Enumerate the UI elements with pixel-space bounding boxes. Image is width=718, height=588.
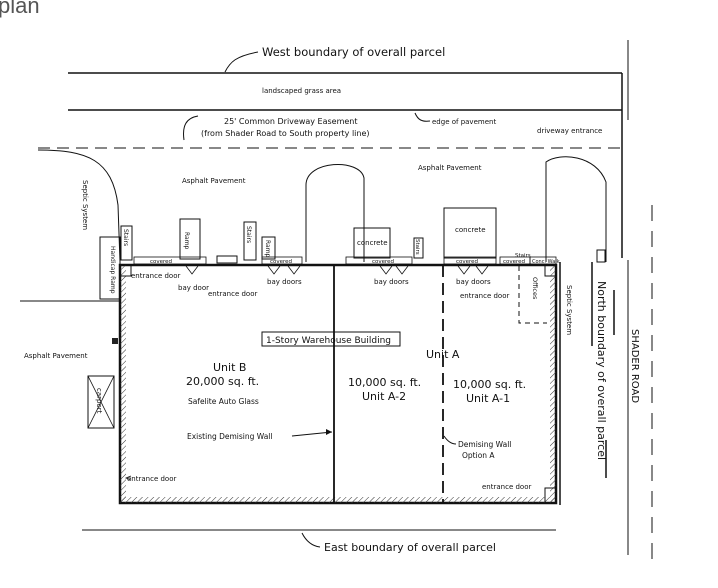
conc-walk-label: Conc. Walk	[532, 259, 560, 265]
stairs-2-shape	[243, 221, 257, 261]
west-boundary-leader	[224, 51, 259, 73]
existing-wall-arrowhead	[326, 429, 332, 435]
carport-diag-2	[87, 375, 115, 429]
corner-box-se	[544, 487, 557, 504]
building-south-wall-hatch	[120, 497, 556, 503]
ramp-2-label: Ramp	[264, 240, 271, 258]
demising-wall-label: Demising Wall	[458, 440, 511, 449]
bay-door-marker-2	[267, 265, 301, 275]
stairs-1-label: Stairs	[122, 229, 129, 246]
stairs-4-label: Stairs	[515, 253, 531, 259]
east-boundary-leader	[301, 532, 321, 548]
unit-a-label: Unit A	[426, 348, 460, 361]
septic-label-right: Septic System	[565, 285, 573, 335]
center-island	[305, 164, 365, 262]
ramp-1-shape	[179, 218, 201, 260]
concrete-pad-1	[353, 227, 391, 259]
covered-label-4: covered	[456, 259, 478, 265]
handicap-ramp-label: Handicap Ramp	[109, 246, 116, 294]
east-island	[545, 156, 607, 262]
covered-label-5: covered	[503, 259, 525, 265]
ramp-1-label: Ramp	[183, 232, 190, 250]
small-fixture	[112, 338, 118, 344]
building-label-box	[261, 331, 401, 347]
building-west-wall-hatch	[120, 265, 126, 503]
unit-a1-label: Unit A-1	[466, 392, 510, 405]
stairs-1-shape	[120, 225, 133, 261]
offices-outline	[518, 266, 547, 324]
asphalt-label-west: Asphalt Pavement	[24, 352, 88, 360]
entrance-door-label-5: entrance door	[482, 483, 531, 491]
unit-a2-area: 10,000 sq. ft.	[348, 376, 421, 389]
entrance-door-label-3: entrance door	[460, 292, 509, 300]
unit-a2-label: Unit A-2	[362, 390, 406, 403]
driveway-entrance-label: driveway entrance	[537, 127, 602, 135]
bay-doors-label-3: bay doors	[456, 278, 491, 286]
landscaped-label: landscaped grass area	[262, 87, 341, 95]
corner-box-nw	[119, 264, 132, 277]
existing-wall-leader	[291, 431, 333, 437]
east-boundary-label: East boundary of overall parcel	[324, 541, 496, 554]
carport-shape	[87, 375, 115, 429]
unit-a1-area: 10,000 sq. ft.	[453, 378, 526, 391]
entrance-door-label-4: entrance door	[127, 475, 176, 483]
west-boundary-label: West boundary of overall parcel	[262, 45, 445, 59]
easement-label-2: (from Shader Road to South property line…	[201, 129, 370, 138]
existing-wall-label: Existing Demising Wall	[187, 432, 272, 441]
bay-doors-label-2: bay doors	[374, 278, 409, 286]
covered-label-3: covered	[372, 259, 394, 265]
option-a-label: Option A	[462, 451, 495, 460]
bay-door-marker-3	[379, 265, 409, 275]
bay-doors-label-1: bay doors	[267, 278, 302, 286]
entrance-door-4-arrow	[124, 475, 132, 481]
west-driveway-curve	[37, 149, 121, 263]
entrance-door-label-1: entrance door	[131, 272, 180, 280]
unit-b-tenant: Safelite Auto Glass	[188, 397, 259, 406]
building-east-wall-hatch	[550, 265, 556, 503]
stairs-3-label: Stairs	[414, 239, 420, 255]
demising-wall-leader	[443, 435, 457, 445]
unit-b-area: 20,000 sq. ft.	[186, 375, 259, 388]
stairs-3-shape	[413, 237, 424, 259]
covered-label-1: covered	[150, 259, 172, 265]
pad-small	[216, 255, 238, 264]
unit-b-label: Unit B	[213, 361, 246, 374]
page-title: plan	[0, 0, 40, 18]
north-boundary-marker	[596, 249, 606, 263]
carport-label: carport	[95, 388, 103, 414]
concrete-label-2: concrete	[455, 226, 486, 234]
easement-leader	[183, 115, 199, 141]
bay-door-marker-1	[185, 265, 199, 275]
building-label: 1-Story Warehouse Building	[266, 336, 391, 346]
asphalt-label-right: Asphalt Pavement	[418, 164, 482, 172]
bay-door-label: bay door	[178, 284, 209, 292]
shader-road-label: SHADER ROAD	[629, 329, 640, 403]
stairs-2-label: Stairs	[245, 226, 252, 243]
easement-label-1: 25' Common Driveway Easement	[224, 117, 358, 126]
entrance-door-label-2: entrance door	[208, 290, 257, 298]
ramp-2-shape	[261, 236, 276, 260]
offices-label: Offices	[531, 277, 539, 300]
septic-label-left: Septic System	[81, 180, 89, 230]
concrete-pad-2	[443, 207, 497, 259]
bay-door-marker-4	[457, 265, 489, 275]
north-boundary-label: North boundary of overall parcel	[595, 281, 608, 460]
edge-of-pavement-label: edge of pavement	[432, 118, 496, 126]
asphalt-label-left: Asphalt Pavement	[182, 177, 246, 185]
covered-label-2: covered	[270, 259, 292, 265]
corner-box-ne	[544, 264, 557, 277]
concrete-label-1: concrete	[357, 239, 388, 247]
edge-of-pavement-leader	[414, 112, 431, 122]
